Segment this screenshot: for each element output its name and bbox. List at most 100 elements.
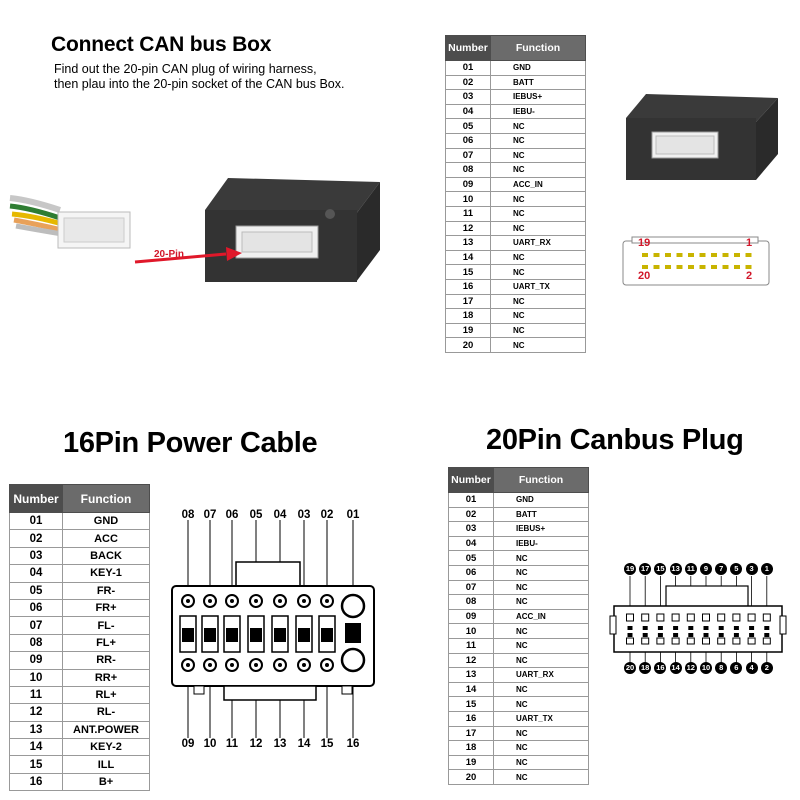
socket-pin <box>734 253 740 257</box>
pin-number-badge: 3 <box>745 563 758 575</box>
socket-pin <box>676 253 683 257</box>
pin-function: NC <box>493 696 589 712</box>
canbox-device-small <box>626 94 778 180</box>
pin-number: 11 <box>448 637 494 654</box>
socket-pin <box>699 253 706 257</box>
pin-contact <box>673 626 679 630</box>
pin-number: 20 <box>445 337 491 353</box>
pin-function: NC <box>490 249 586 266</box>
pin-number: 11 <box>445 205 491 222</box>
pin-cavity <box>732 637 741 645</box>
pin-number: 03 <box>448 521 494 537</box>
pin-function: NC <box>490 147 586 164</box>
pin-number: 09 <box>9 651 63 670</box>
pin-function: NC <box>493 740 589 756</box>
pin-number: 18 <box>448 740 494 756</box>
pin-contact <box>749 633 755 637</box>
pin-function: RR+ <box>62 668 150 687</box>
pin-number-badge: 20 <box>624 662 636 674</box>
pin-function: NC <box>493 754 589 771</box>
pin-function: UART_TX <box>493 710 589 727</box>
pin-contact <box>208 663 212 667</box>
pin-number-badge: 19 <box>624 563 636 575</box>
pin-number: 14 <box>9 738 63 757</box>
pin-number: 06 <box>445 132 491 149</box>
pin-function: IEBUS+ <box>490 89 586 105</box>
pin-number-label: 07 <box>203 509 217 521</box>
pin-function: NC <box>490 308 586 324</box>
pin-function: BACK <box>62 546 150 566</box>
pin-cavity <box>641 613 650 622</box>
pin-contact <box>230 599 234 603</box>
pin-number-label: 14 <box>297 738 311 750</box>
canbox-device <box>205 178 380 282</box>
pin-number-badge: 10 <box>700 662 712 674</box>
pin-number: 10 <box>9 668 63 687</box>
pin-number-label: 10 <box>203 738 217 750</box>
pin-number-label: 12 <box>249 738 263 750</box>
pin-function: NC <box>493 579 589 596</box>
pin-number: 13 <box>9 720 63 740</box>
pin-number-label: 15 <box>320 738 334 750</box>
pin-number-badge: 9 <box>700 563 712 575</box>
socket-pin <box>676 265 683 269</box>
pin-number: 08 <box>448 594 494 610</box>
pin-number: 02 <box>445 74 491 91</box>
socket-pin <box>711 265 717 269</box>
number-header: Number <box>448 467 494 493</box>
pin-contact <box>657 626 663 630</box>
pin-cavity <box>762 613 771 622</box>
number-header: Number <box>9 484 63 513</box>
pin-function: NC <box>490 132 586 149</box>
pin-cavity <box>671 637 680 645</box>
pin-number-label: 05 <box>249 509 263 521</box>
pin-number: 15 <box>445 264 491 280</box>
pin-function: KEY-1 <box>62 564 150 583</box>
pin-latch <box>345 623 361 643</box>
socket-pin <box>722 253 729 257</box>
pin-number: 02 <box>448 506 494 523</box>
pin-contact <box>642 626 648 630</box>
pin-number-label: 13 <box>273 738 287 750</box>
pin-contact <box>627 626 633 630</box>
pin-number: 04 <box>9 564 63 583</box>
pin-function: BATT <box>490 74 586 91</box>
socket-pin <box>688 253 694 257</box>
pin-latch <box>298 628 310 642</box>
socket-pin <box>653 253 660 257</box>
pin-function: NC <box>493 681 589 698</box>
pin-number: 06 <box>9 598 63 618</box>
pin-number-badge: 18 <box>639 662 652 674</box>
function-header: Function <box>490 35 586 61</box>
pin-contact <box>254 599 258 603</box>
pin-function: BATT <box>493 506 589 523</box>
socket-pin <box>653 265 660 269</box>
pin-function: NC <box>490 220 586 237</box>
insertion-arrow <box>134 247 242 264</box>
pin-number: 15 <box>9 755 63 774</box>
pin-cavity <box>762 637 771 645</box>
pin-contact <box>764 626 770 630</box>
pin-function: ANT.POWER <box>62 720 150 740</box>
power-connector-diagram <box>171 520 375 738</box>
pin-number: 19 <box>445 322 491 339</box>
pin-number: 01 <box>9 511 63 531</box>
